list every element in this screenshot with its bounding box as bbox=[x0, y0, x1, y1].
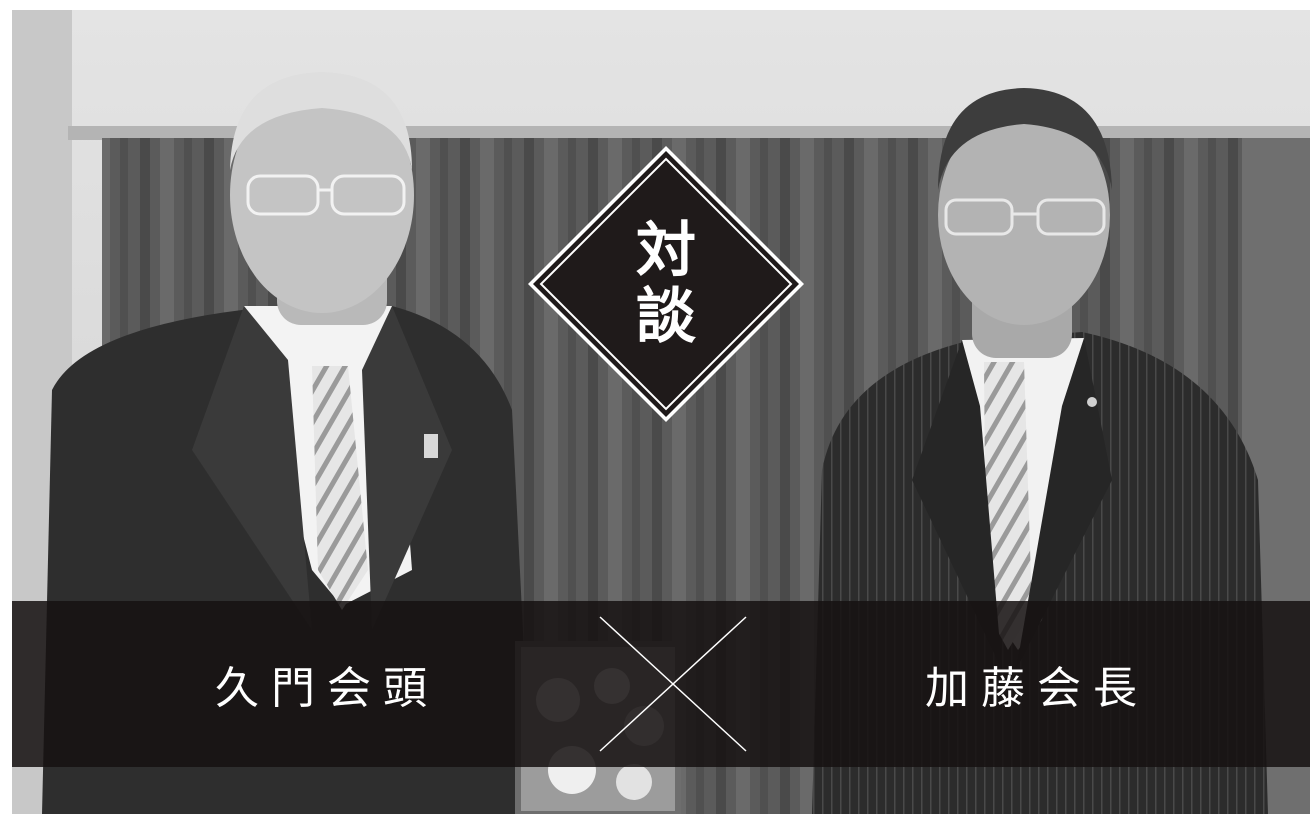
name-band: 久門会頭 加藤会長 bbox=[12, 601, 1310, 767]
badge-char-2: 談 bbox=[636, 282, 696, 352]
badge-char-1: 対 bbox=[636, 216, 696, 286]
taidan-badge: 対 談 bbox=[528, 146, 804, 422]
badge-label: 対 談 bbox=[528, 146, 804, 422]
name-right: 加藤会長 bbox=[925, 663, 1149, 714]
cross-icon bbox=[599, 616, 747, 752]
name-left: 久門会頭 bbox=[215, 663, 439, 714]
diamond-shape bbox=[528, 146, 804, 422]
